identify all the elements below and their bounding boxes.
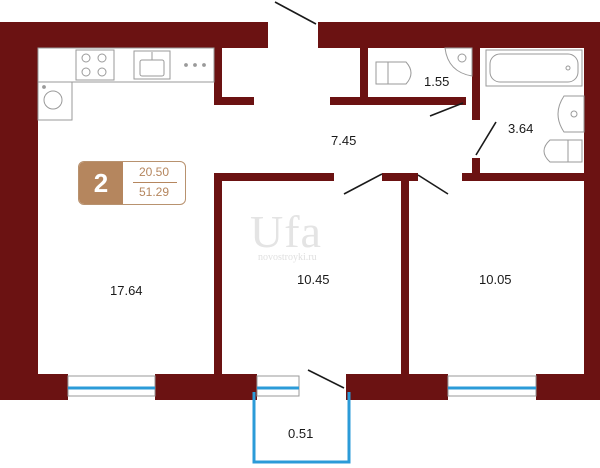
wall-bath-bottom-stub	[472, 158, 480, 178]
wall-top-left	[0, 22, 268, 48]
bathroom-toilet-icon	[567, 139, 583, 163]
window-bedroom-2	[447, 375, 537, 397]
window-kitchen	[67, 375, 156, 397]
door-bathroom	[475, 121, 497, 156]
walls	[0, 22, 600, 400]
watermark-site: novostroyki.ru	[258, 252, 317, 263]
door-bedroom-1	[343, 173, 383, 195]
wall-kitchen-bedroom	[214, 173, 222, 376]
wall-bottom-3	[346, 374, 448, 400]
bathroom-sink-icon	[557, 95, 585, 133]
window-bedroom-1	[256, 375, 300, 397]
handsink-icon	[444, 47, 473, 77]
wall-hall-bottom-2	[382, 173, 418, 181]
sink-icon	[133, 50, 171, 80]
door-entrance	[274, 1, 317, 25]
dot	[184, 63, 188, 67]
wall-hall-bottom-1	[214, 173, 334, 181]
wall-kitchen-stub-h	[214, 97, 254, 105]
wall-top-right	[318, 22, 600, 48]
bathroom-fixtures	[485, 49, 585, 163]
watermark-logo: Ufa	[250, 206, 322, 257]
room-area-hall: 7.45	[331, 133, 357, 148]
wall-left	[0, 22, 38, 400]
wall-toilet-bottom	[360, 97, 466, 105]
windows	[67, 375, 537, 397]
doors	[274, 1, 497, 389]
kitchen-fixtures	[37, 47, 215, 121]
room-area-bedroom-2: 10.05	[479, 272, 512, 287]
room-area-bedroom-1: 10.45	[297, 272, 330, 287]
room-area-balcony: 0.51	[288, 426, 314, 441]
apartment-badge: 2 20.50 51.29	[78, 161, 186, 205]
toilet-icon	[375, 61, 389, 85]
stove-icon	[75, 49, 115, 81]
room-area-toilet: 1.55	[424, 74, 450, 89]
total-area: 51.29	[138, 185, 170, 199]
toilet-fixtures	[375, 47, 473, 85]
bathtub-icon	[485, 49, 583, 87]
balcony-outline	[252, 392, 351, 464]
wall-bedrooms	[401, 173, 409, 376]
room-area-kitchen-living: 17.64	[110, 283, 143, 298]
wall-right	[584, 22, 600, 400]
wall-kitchen-stub-v	[214, 44, 222, 104]
washing-machine-icon	[37, 81, 73, 121]
wall-bottom-4	[536, 374, 600, 400]
badge-divider	[133, 182, 177, 183]
door-balcony	[307, 369, 345, 389]
living-area: 20.50	[138, 165, 170, 179]
wall-toilet-bath	[472, 44, 480, 120]
wall-bottom-2	[155, 374, 257, 400]
wall-entry-stub-v	[360, 44, 368, 104]
wall-bottom-1	[0, 374, 68, 400]
door-toilet	[429, 102, 464, 117]
room-area-bathroom: 3.64	[508, 121, 534, 136]
door-bedroom-2	[417, 174, 449, 195]
wall-entry-stub-h	[330, 97, 368, 105]
room-count: 2	[79, 162, 123, 204]
wall-hall-bottom-3	[462, 173, 584, 181]
